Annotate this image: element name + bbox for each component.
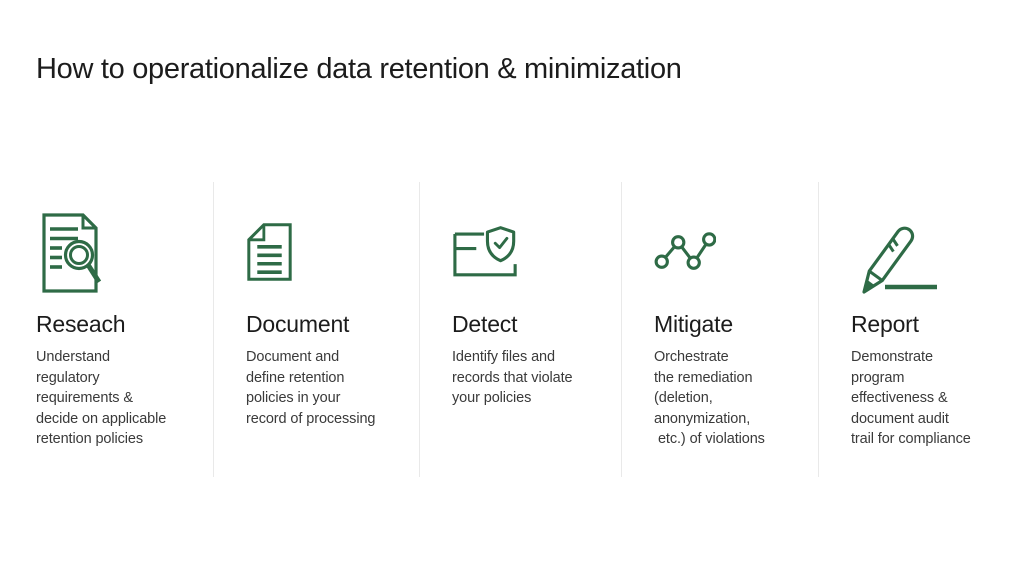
- steps-row: Reseach Understand regulatory requiremen…: [36, 182, 988, 477]
- document-search-icon: [36, 182, 203, 311]
- step-title: Reseach: [36, 311, 126, 337]
- step-column-research: Reseach Understand regulatory requiremen…: [36, 182, 213, 477]
- step-column-document: Document Document and define retention p…: [213, 182, 419, 477]
- step-title: Document: [246, 311, 350, 337]
- step-description: Demonstrate program effectiveness & docu…: [851, 349, 971, 447]
- page-title: How to operationalize data retention & m…: [36, 53, 682, 85]
- document-icon: [246, 182, 409, 311]
- step-title: Detect: [452, 311, 518, 337]
- shield-check-folder-icon: [452, 182, 611, 311]
- step-column-detect: Detect Identify files and records that v…: [419, 182, 621, 477]
- step-description: Document and define retention policies i…: [246, 349, 376, 427]
- step-description: Orchestrate the remediation (deletion, a…: [654, 349, 765, 447]
- trend-nodes-icon: [654, 182, 808, 311]
- step-description: Understand regulatory requirements & dec…: [36, 349, 167, 447]
- pencil-icon: [851, 182, 978, 311]
- step-column-report: Report Demonstrate program effectiveness…: [818, 182, 988, 477]
- step-title: Report: [851, 311, 919, 337]
- step-title: Mitigate: [654, 311, 733, 337]
- step-column-mitigate: Mitigate Orchestrate the remediation (de…: [621, 182, 818, 477]
- step-description: Identify files and records that violate …: [452, 349, 573, 406]
